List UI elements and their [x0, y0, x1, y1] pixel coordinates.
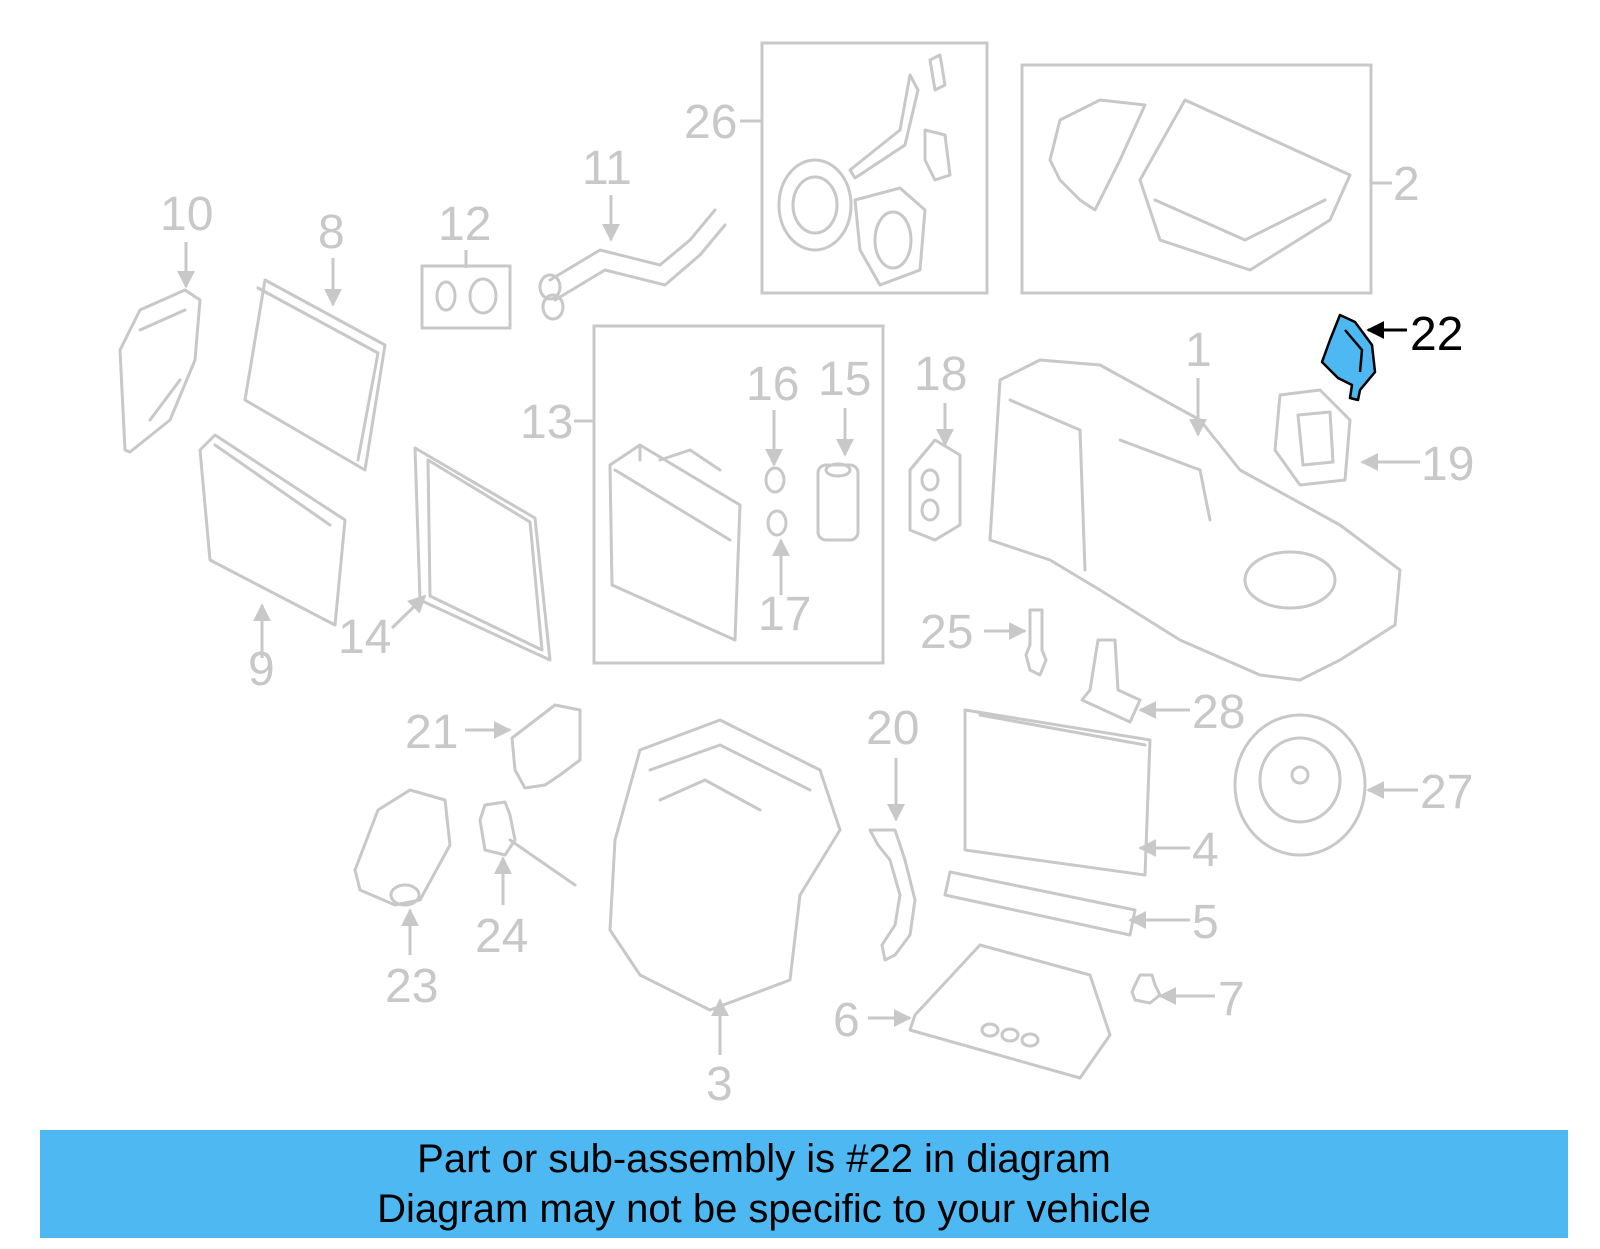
callout-12: 12 — [438, 198, 491, 251]
callout-11: 11 — [582, 142, 632, 195]
part-19-gasket — [1273, 388, 1352, 487]
callout-18: 18 — [914, 348, 967, 401]
part-14 — [413, 446, 552, 662]
part-9 — [198, 433, 347, 627]
part-1-housing — [988, 358, 1402, 682]
callout-20: 20 — [866, 702, 919, 755]
callout-24: 24 — [475, 910, 528, 963]
part-8 — [243, 278, 387, 472]
banner-line-part: Part or sub-assembly is #22 in diagram — [417, 1137, 1111, 1181]
callout-26: 26 — [684, 96, 737, 149]
part-17-ring — [766, 509, 788, 537]
part-18 — [908, 438, 962, 542]
group-box-13 — [592, 324, 885, 665]
callout-23: 23 — [385, 960, 438, 1013]
part-7 — [1130, 973, 1162, 1005]
callout-6: 6 — [833, 994, 860, 1047]
banner-line-disclaimer: Diagram may not be specific to your vehi… — [377, 1187, 1151, 1231]
leader-lines — [177, 119, 1420, 1055]
callout-10: 10 — [160, 188, 213, 241]
part-11 — [538, 208, 727, 321]
part-15 — [816, 462, 860, 542]
part-2-group — [1048, 98, 1352, 272]
callout-7: 7 — [1218, 973, 1245, 1026]
part-23 — [353, 788, 452, 907]
part-21 — [510, 703, 582, 790]
callout-21: 21 — [405, 706, 458, 759]
callout-2: 2 — [1393, 158, 1420, 211]
part-4-filter — [963, 708, 1152, 877]
callout-15: 15 — [818, 353, 871, 406]
callout-22: 22 — [1410, 308, 1463, 361]
callout-25: 25 — [920, 606, 973, 659]
callout-9: 9 — [248, 643, 275, 696]
part-25 — [1024, 608, 1048, 677]
part-26-group — [777, 53, 952, 287]
part-24 — [478, 800, 577, 887]
part-27-blower — [1233, 713, 1367, 857]
callout-14: 14 — [338, 611, 391, 664]
callout-16: 16 — [746, 358, 799, 411]
part-22-highlighted — [1320, 313, 1377, 402]
callout-19: 19 — [1421, 438, 1474, 491]
part-6 — [908, 943, 1112, 1080]
part-13-evaporator — [608, 443, 742, 642]
callout-27: 27 — [1420, 766, 1473, 819]
callout-28: 28 — [1192, 686, 1245, 739]
part-5 — [943, 870, 1137, 937]
callout-3: 3 — [706, 1058, 733, 1111]
part-10 — [118, 288, 202, 454]
callout-5: 5 — [1192, 896, 1219, 949]
part-3-housing — [608, 718, 842, 1012]
part-28 — [1080, 638, 1142, 724]
part-16-ring — [764, 466, 786, 494]
callout-4: 4 — [1192, 824, 1219, 877]
part-12 — [435, 277, 498, 315]
callout-8: 8 — [318, 206, 345, 259]
parts-diagram: 10 8 12 11 26 2 22 1 18 16 15 13 19 17 1… — [118, 41, 1474, 1111]
group-box-2 — [1020, 63, 1373, 295]
callout-1: 1 — [1185, 324, 1212, 377]
info-banner: Part or sub-assembly is #22 in diagram D… — [40, 1130, 1568, 1238]
part-20-hose — [868, 828, 917, 962]
callout-13: 13 — [520, 396, 573, 449]
group-box-26 — [760, 41, 989, 295]
callout-17: 17 — [758, 588, 811, 641]
